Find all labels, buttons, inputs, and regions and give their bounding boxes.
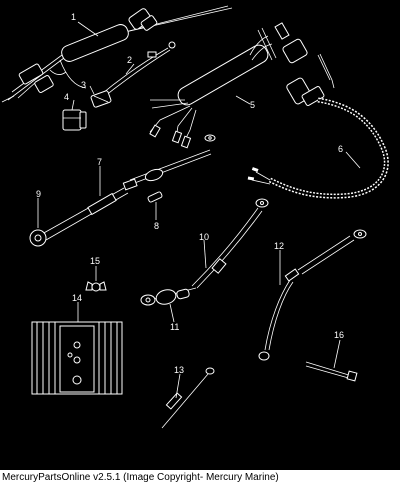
- leader-lines: [37, 21, 361, 399]
- callout-16: 16: [334, 330, 344, 340]
- part-2-lead[interactable]: [97, 41, 176, 101]
- part-5-main-harness[interactable]: [149, 22, 308, 149]
- callout-12: 12: [274, 241, 284, 251]
- image-caption: MercuryPartsOnline v2.5.1 (Image Copyrig…: [0, 470, 400, 486]
- part-13-sensor[interactable]: [161, 367, 215, 429]
- callout-14: 14: [72, 293, 82, 303]
- part-6-loom-harness[interactable]: [247, 53, 389, 199]
- callout-8: 8: [154, 221, 159, 231]
- callout-5: 5: [250, 100, 255, 110]
- part-15-wing-nut[interactable]: [85, 281, 107, 292]
- callout-9: 9: [36, 189, 41, 199]
- part-11-pigtail[interactable]: [140, 287, 197, 307]
- callout-15: 15: [90, 256, 100, 266]
- callout-11: 11: [170, 322, 179, 332]
- part-16-cable-tie[interactable]: [305, 361, 358, 382]
- part-7-cable[interactable]: [122, 134, 216, 191]
- part-4-plug[interactable]: [62, 109, 87, 131]
- part-1-harness[interactable]: [1, 5, 233, 103]
- part-14-rectifier[interactable]: [31, 321, 123, 395]
- callout-7: 7: [97, 157, 102, 167]
- callout-2: 2: [127, 55, 132, 65]
- callout-10: 10: [199, 232, 209, 242]
- part-9-cable[interactable]: [29, 187, 129, 247]
- callout-6: 6: [338, 144, 343, 154]
- part-8-clip[interactable]: [147, 191, 163, 203]
- callout-3: 3: [81, 80, 86, 90]
- callout-1: 1: [71, 12, 76, 22]
- callout-13: 13: [174, 365, 184, 375]
- part-3-connector[interactable]: [90, 90, 112, 108]
- part-10-cable[interactable]: [191, 198, 269, 289]
- callout-4: 4: [64, 92, 69, 102]
- part-12-lead[interactable]: [258, 229, 367, 361]
- parts-diagram: 1 2 3 4 5 6 7 8 9 10 11 12 13 14 15 16: [1, 5, 389, 429]
